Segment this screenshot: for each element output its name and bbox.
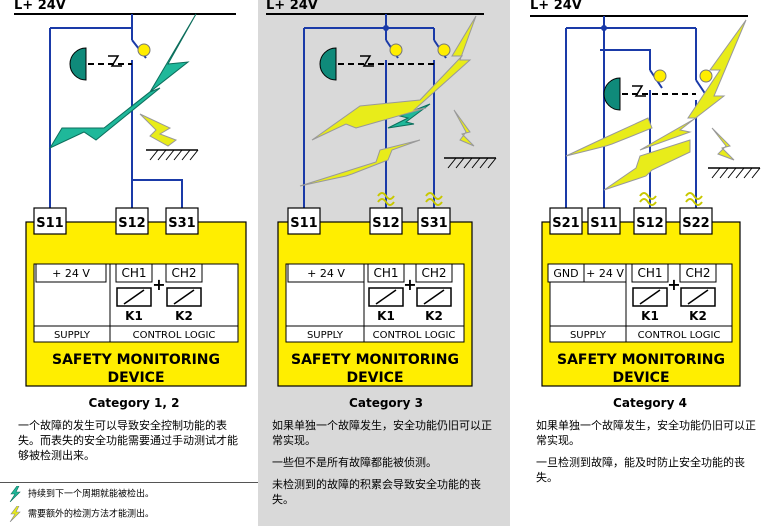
terminal-label-S22: S22 xyxy=(682,216,709,231)
channel-cell-CH1 xyxy=(115,263,153,283)
input-cell xyxy=(583,263,627,283)
plus-sign: + xyxy=(403,275,416,294)
supply-label: SUPPLY xyxy=(307,330,344,341)
terminal-label-S21: S21 xyxy=(552,216,579,231)
device-title-line1: SAFETY MONITORING xyxy=(52,352,220,368)
input-label: + 24 V xyxy=(586,267,624,280)
device-title-line1: SAFETY MONITORING xyxy=(291,352,459,368)
relay-diagonal xyxy=(639,289,661,305)
relay-diagonal xyxy=(687,289,709,305)
description-2-para-1: 如果单独一个故障发生，安全功能仍旧可以正常实现。 xyxy=(272,419,492,447)
terminal-S12 xyxy=(115,207,149,235)
relay-diagonal xyxy=(123,289,145,305)
relay-diagonal xyxy=(423,289,445,305)
control-logic-label: CONTROL LOGIC xyxy=(133,330,216,341)
legend-text-2: 需要额外的检测方法才能测出。 xyxy=(28,509,155,520)
input-label: + 24 V xyxy=(307,267,345,280)
terminal-S12 xyxy=(369,207,403,235)
legend-item-1: 持续到下一个周期就能被检出。 xyxy=(8,486,154,502)
panel-2-diagram: L+ 24V xyxy=(266,0,497,208)
description-3-para-1: 如果单独一个故障发生，安全功能仍旧可以正常实现。 xyxy=(536,419,756,447)
emergency-stop-icon xyxy=(69,47,87,81)
terminal-label-S11: S11 xyxy=(36,216,63,231)
terminal-S11 xyxy=(33,207,67,235)
channel-label-CH2: CH2 xyxy=(171,266,196,280)
category-title-3: Category 4 xyxy=(613,396,687,410)
supply-label-2: L+ 24V xyxy=(266,0,318,13)
channel-cell-CH2 xyxy=(679,263,717,283)
description-3: 如果单独一个故障发生，安全功能仍旧可以正常实现。 一旦检测到故障，能及时防止安全… xyxy=(536,418,764,492)
terminal-S31 xyxy=(417,207,451,235)
plus-sign: + xyxy=(152,275,165,294)
relay-label-K1: K1 xyxy=(641,309,659,323)
relay-label-K2: K2 xyxy=(175,309,193,323)
channel-label-CH1: CH1 xyxy=(121,266,146,280)
channel-label-CH2: CH2 xyxy=(685,266,710,280)
device-title-line1: SAFETY MONITORING xyxy=(557,352,725,368)
channel-label-CH1: CH1 xyxy=(373,266,398,280)
green-lightning-icon xyxy=(48,13,197,150)
terminal-S22 xyxy=(679,207,713,235)
terminal-label-S31: S31 xyxy=(168,216,195,231)
terminal-label-S12: S12 xyxy=(372,216,399,231)
legend-item-2: 需要额外的检测方法才能测出。 xyxy=(8,506,154,522)
terminal-S11 xyxy=(287,207,321,235)
terminal-S31 xyxy=(165,207,199,235)
terminal-S12 xyxy=(633,207,667,235)
terminal-S21 xyxy=(549,207,583,235)
category-title-2: Category 3 xyxy=(349,396,423,410)
device-title-line2: DEVICE xyxy=(612,370,669,386)
contact-node-icon xyxy=(137,43,151,57)
channel-cell-CH2 xyxy=(415,263,453,283)
channel-cell-CH2 xyxy=(165,263,203,283)
input-cell xyxy=(35,263,107,283)
description-3-para-2: 一旦检测到故障，能及时防止安全功能的丧失。 xyxy=(536,456,745,484)
terminal-S11 xyxy=(587,207,621,235)
category-title-1: Category 1, 2 xyxy=(88,396,180,410)
terminal-label-S12: S12 xyxy=(118,216,145,231)
terminal-label-S12: S12 xyxy=(636,216,663,231)
yellow-lightning-icon xyxy=(139,113,178,147)
relay-diagonal xyxy=(173,289,195,305)
device-title-line2: DEVICE xyxy=(346,370,403,386)
terminal-label-S11: S11 xyxy=(290,216,317,231)
panel-3-diagram: L+ 24V xyxy=(530,0,761,208)
description-2: 如果单独一个故障发生，安全功能仍旧可以正常实现。 一些但不是所有故障都能被侦测。… xyxy=(272,418,500,514)
description-2-para-2: 一些但不是所有故障都能被侦测。 xyxy=(272,456,437,469)
description-1: 一个故障的发生可以导致安全控制功能的表失。而表失的安全功能需要通过手动测试才能够… xyxy=(18,418,246,470)
supply-label: SUPPLY xyxy=(54,330,91,341)
relay-label-K1: K1 xyxy=(125,309,143,323)
relay-label-K1: K1 xyxy=(377,309,395,323)
control-logic-label: CONTROL LOGIC xyxy=(373,330,456,341)
relay-diagonal xyxy=(375,289,397,305)
channel-cell-CH1 xyxy=(631,263,669,283)
input-label: GND xyxy=(553,267,578,280)
input-label: + 24 V xyxy=(52,267,90,280)
terminal-label-S31: S31 xyxy=(420,216,447,231)
input-cell xyxy=(287,263,365,283)
description-1-para-1: 一个故障的发生可以导致安全控制功能的表失。而表失的安全功能需要通过手动测试才能够… xyxy=(18,419,238,462)
yellow-lightning-icon xyxy=(9,506,21,522)
terminal-label-S11: S11 xyxy=(590,216,617,231)
relay-label-K2: K2 xyxy=(689,309,707,323)
panel-1-diagram: L+ 24V xyxy=(14,0,236,208)
supply-label-1: L+ 24V xyxy=(14,0,66,13)
supply-label: SUPPLY xyxy=(570,330,607,341)
legend-text-1: 持续到下一个周期就能被检出。 xyxy=(28,489,155,500)
relay-label-K2: K2 xyxy=(425,309,443,323)
channel-label-CH2: CH2 xyxy=(421,266,446,280)
supply-label-3: L+ 24V xyxy=(530,0,582,13)
device-title-line2: DEVICE xyxy=(107,370,164,386)
channel-cell-CH1 xyxy=(367,263,405,283)
green-lightning-icon xyxy=(9,486,21,502)
control-logic-label: CONTROL LOGIC xyxy=(638,330,721,341)
channel-label-CH1: CH1 xyxy=(637,266,662,280)
description-2-para-3: 未检测到的故障的积累会导致安全功能的丧失。 xyxy=(272,478,481,506)
legend-divider xyxy=(0,482,258,483)
plus-sign: + xyxy=(667,275,680,294)
